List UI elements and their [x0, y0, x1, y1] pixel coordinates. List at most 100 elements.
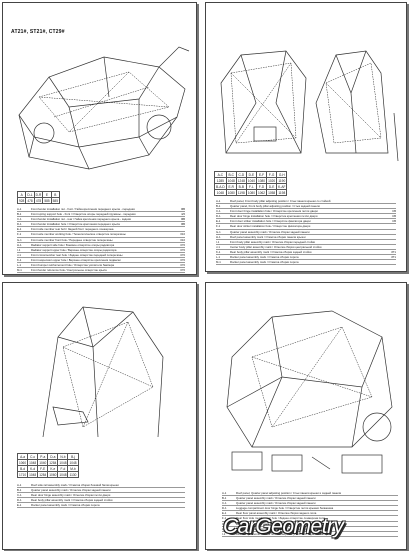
- page-title: AT21#, ST21#, CT29#: [11, 29, 65, 35]
- point-description: Front axle member front hole / Переднее …: [31, 237, 113, 242]
- point-description: Hood hinge installation nut - front / Га…: [31, 273, 173, 274]
- table-cell: 1060: [47, 471, 59, 478]
- point-description: Roof side rail assembly mark / Отметка с…: [31, 483, 119, 487]
- point-description: Roof panel assembly mark / Отметка сборк…: [230, 234, 306, 239]
- point-value: 070: [180, 252, 185, 257]
- table-cell: 585: [50, 197, 61, 204]
- table-value-row: 1048 1080 1198 1080 1062 1058 1198: [214, 189, 288, 196]
- point-value: ЗТ1: [391, 255, 396, 260]
- table-cell: 1710: [16, 471, 29, 478]
- watermark-logo: CarGeometry: [223, 515, 344, 538]
- dimension-table: A-a C-c P-a D-a N-b B-j 1060 1048 1040 1…: [16, 453, 79, 478]
- list-item: M-1 Front fender reference hole / Контрол…: [17, 268, 185, 274]
- point-code: I-1: [17, 247, 21, 252]
- table-cell: 1198: [276, 189, 288, 196]
- table-value-row: 1060 1048 1040 1284 1048 1048: [16, 459, 79, 466]
- point-description: Rear door hinge installation hole / Отве…: [230, 214, 318, 219]
- point-description: Rear door hinge assembly mark / Отметка …: [31, 493, 111, 498]
- point-code: J-1: [216, 244, 220, 249]
- point-code: K-1: [17, 257, 22, 262]
- point-value: [384, 199, 396, 203]
- table-cell: 1048: [57, 471, 69, 478]
- point-value: [173, 488, 185, 492]
- point-description: Front door hinge installation hole / Отв…: [230, 209, 318, 214]
- point-value: [384, 245, 396, 249]
- point-value: [386, 527, 398, 531]
- table-cell: 928: [16, 197, 27, 204]
- table-cell: 1130: [67, 471, 79, 478]
- point-code: G-1: [216, 229, 221, 234]
- point-description: Quarter panel assembly mark / Отметка сб…: [236, 496, 316, 501]
- point-description: Rear combination lamp hole / Отверстие к…: [236, 526, 324, 531]
- table-cell: 1080: [225, 189, 237, 196]
- manual-page-side-body: A-C B-C C-D D-E E-F F-G G-H 1285 1048 12…: [205, 2, 407, 272]
- point-description: Roof panel, Quarter panel adjusting posi…: [236, 491, 342, 495]
- point-description: Rocker panel assembly mark / Отметка сбо…: [230, 255, 299, 260]
- point-description: Rear floor side member rear hole / Задне…: [236, 516, 325, 521]
- point-code: A-1: [17, 207, 22, 211]
- point-value: ФВ: [181, 217, 185, 222]
- point-description: Quarter panel, Front body pillar adjusti…: [230, 204, 320, 209]
- reference-point-list: A-1 Roof side rail assembly mark / Отметк…: [17, 483, 185, 509]
- side-body-drawing: [220, 50, 399, 162]
- table-cell: 1080: [245, 189, 257, 196]
- point-value: 070: [180, 247, 185, 252]
- point-code: G-1: [17, 237, 22, 242]
- point-value: [384, 260, 396, 264]
- point-description: Front door striker installation hole / О…: [230, 219, 311, 224]
- point-code: K-1: [216, 249, 221, 254]
- list-item: D-1 Luggage compartment door hinge hole /…: [222, 506, 398, 512]
- point-code: M-1: [17, 268, 22, 273]
- list-item: L-1 Rocker panel assembly mark / Отметка …: [216, 255, 396, 261]
- point-value: [386, 511, 398, 515]
- front-body-drawing: [18, 46, 190, 170]
- point-value: 010: [180, 237, 185, 242]
- table-cell: 585: [42, 197, 52, 204]
- point-code: L-1: [17, 263, 22, 268]
- point-value: [386, 522, 398, 526]
- point-description: Rear body pillar assembly mark / Отметка…: [230, 249, 312, 254]
- table-value-row: 1710 1048 1284 1060 1048 1130: [16, 471, 79, 478]
- point-value: ЗТ1: [391, 249, 396, 254]
- point-code: B-1: [216, 204, 221, 209]
- point-value: [386, 532, 398, 536]
- point-value: СВ: [392, 214, 396, 219]
- point-description: Front fender reference hole / Контрольно…: [31, 268, 107, 273]
- dimension-table: A-C B-C C-D D-E E-F F-G G-H 1285 1048 12…: [214, 171, 288, 196]
- point-value: [173, 498, 185, 502]
- point-value: [384, 230, 396, 234]
- point-code: D-1: [17, 222, 22, 227]
- point-value: [386, 496, 398, 500]
- point-value: 070: [173, 273, 185, 274]
- point-code: B-1: [222, 496, 227, 501]
- table-cell: 478: [25, 197, 35, 204]
- point-code: H-1: [216, 234, 221, 239]
- point-code: A-1: [17, 483, 22, 487]
- list-item: N-1Hood hinge installation nut - front /…: [17, 273, 185, 274]
- point-code: F-1: [17, 232, 22, 237]
- point-value: [386, 516, 398, 520]
- table-value-row: 1285 1048 1248 1040 1080 1020 1190: [214, 177, 288, 184]
- point-code: J-1: [17, 252, 21, 257]
- point-description: Luggage compartment door hinge hole / От…: [236, 506, 334, 511]
- table-head-row: B-A-D E-R B-B F-L F-D D-E K-AF: [214, 183, 288, 190]
- point-value: СВ: [392, 219, 396, 224]
- point-description: Radiator support side hole / Боковое отв…: [31, 242, 115, 247]
- point-value: [386, 506, 398, 510]
- point-code: D-1: [222, 506, 227, 511]
- point-code: L-1: [216, 255, 221, 260]
- point-value: ФВ: [181, 222, 185, 227]
- point-description: Rear bumper reinforcement hole / Отверст…: [236, 531, 330, 536]
- point-value: 070: [180, 242, 185, 247]
